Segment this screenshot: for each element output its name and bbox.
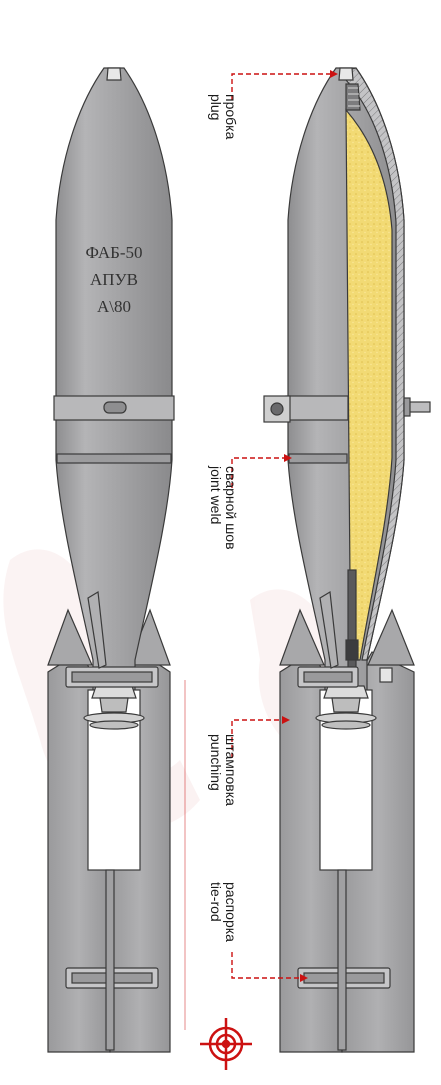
leader-arrowheads [282,70,338,982]
callout-tie-rod: распорка tie-rod [208,882,239,942]
callout-joint-weld-ru: сварной шов [223,466,239,550]
plug-section [345,83,361,111]
casing-wall-section [345,67,405,661]
tail-fuse-left [83,685,145,730]
fuse-well [347,569,357,681]
suspension-band-right [285,395,349,421]
marking-line-3: А\80 [97,297,131,316]
callout-punching-en: punching [208,734,224,791]
suspension-lug-left [103,401,127,414]
marking-line-2: АПУВ [90,270,138,289]
leader-plug [231,73,330,100]
bomb-cutaway [263,67,431,1053]
leader-joint-weld [231,457,284,488]
callout-punching-ru: штамповка [223,734,239,806]
explosive-fill [345,108,393,661]
nose-plug-right [338,67,354,81]
callout-punching: штамповка punching [208,734,239,806]
leader-tie-rod [231,952,300,979]
callout-plug-ru: пробка [223,94,239,140]
callout-plug-en: plug [208,94,224,121]
callout-joint-weld: сварной шов joint weld [208,466,239,550]
leader-punching [231,719,282,758]
suspension-lug-right [263,395,291,423]
callout-tie-rod-en: tie-rod [208,882,224,922]
crosshair-logo [200,1018,252,1070]
nose-plug-left [106,67,122,81]
callout-tie-rod-ru: распорка [223,882,239,942]
joint-weld-right [288,453,348,464]
callout-plug: пробка plug [208,94,239,140]
leader-lines [231,73,330,979]
marking-line-1: ФАБ-50 [85,243,142,262]
callout-joint-weld-en: joint weld [208,466,224,525]
bomb-exterior [47,67,186,1053]
joint-weld-left [56,453,172,464]
